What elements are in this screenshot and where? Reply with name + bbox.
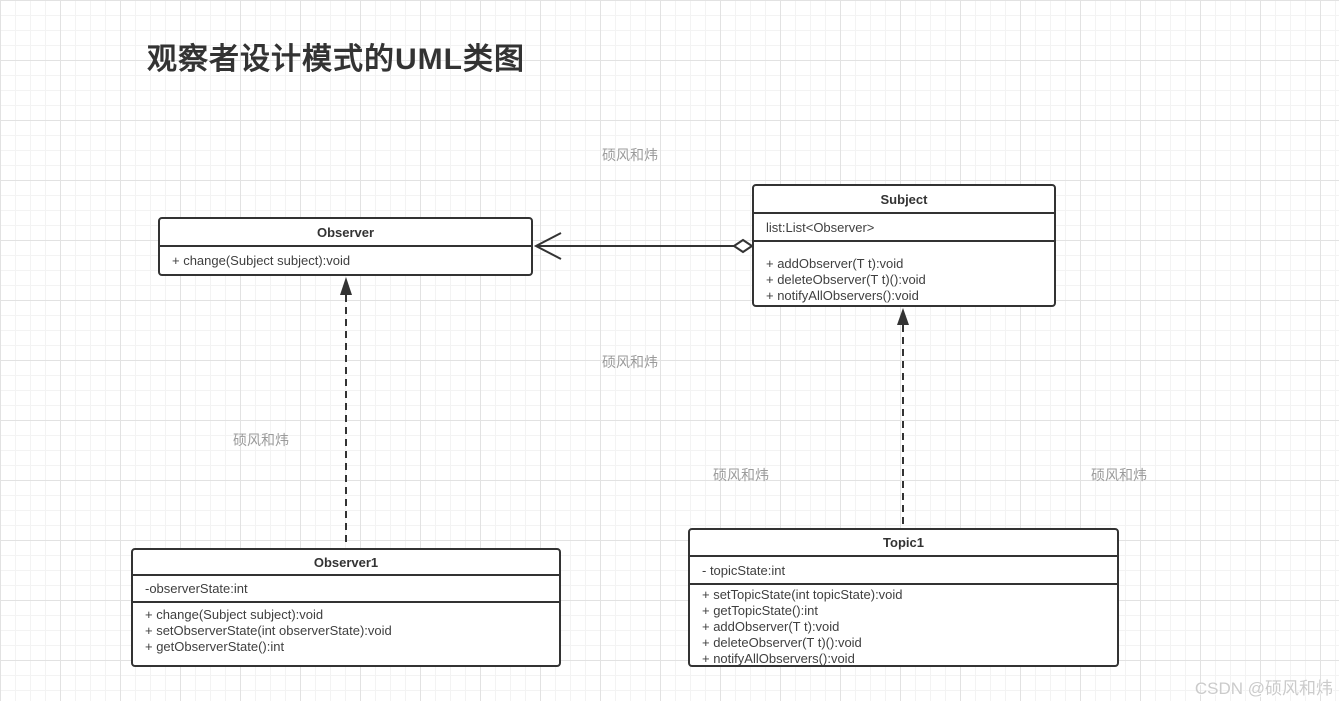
method: + deleteObserver(T t)():void <box>702 635 862 650</box>
method: + getTopicState():int <box>702 603 818 618</box>
class-box-observer: Observer + change(Subject subject):void <box>158 217 533 276</box>
method: + addObserver(T t):void <box>766 256 904 271</box>
method: + notifyAllObservers():void <box>766 288 919 303</box>
methods-section: + addObserver(T t):void + deleteObserver… <box>754 240 1054 304</box>
dashed-arrow-topic1-to-subject <box>897 308 909 526</box>
class-name: Observer1 <box>313 554 379 570</box>
watermark-text: 硕风和炜 <box>713 467 769 483</box>
method: + change(Subject subject):void <box>172 252 351 268</box>
filled-triangle-arrowhead-icon <box>340 277 352 295</box>
open-arrowhead-icon <box>533 232 562 260</box>
filled-triangle-arrowhead-icon <box>897 308 909 325</box>
csdn-credit-watermark: CSDN @硕风和炜 <box>1194 679 1333 698</box>
method: + change(Subject subject):void <box>145 607 324 622</box>
dashed-arrow-observer1-to-observer <box>340 277 352 546</box>
watermark-text: 硕风和炜 <box>602 354 658 370</box>
watermark-text: 硕风和炜 <box>602 147 658 163</box>
methods-section: + change(Subject subject):void + setObse… <box>133 601 559 655</box>
class-name: Topic1 <box>883 535 924 550</box>
page-title: 观察者设计模式的UML类图 <box>147 43 525 76</box>
class-box-subject: Subject list:List<Observer> + addObserve… <box>752 184 1056 307</box>
attributes-section: - topicState:int <box>690 555 1117 583</box>
attributes-section: list:List<Observer> <box>754 212 1054 240</box>
attribute: list:List<Observer> <box>766 219 875 235</box>
method: + getObserverState():int <box>145 639 285 654</box>
method: + deleteObserver(T t)():void <box>766 272 926 287</box>
method: + notifyAllObservers():void <box>702 651 855 666</box>
class-name: Observer <box>316 224 375 240</box>
attributes-section: -observerState:int <box>133 574 559 601</box>
class-box-topic1: Topic1 - topicState:int + setTopicState(… <box>688 528 1119 667</box>
method: + setTopicState(int topicState):void <box>702 587 903 602</box>
method: + addObserver(T t):void <box>702 619 840 634</box>
attribute: -observerState:int <box>145 581 248 596</box>
class-box-observer1: Observer1 -observerState:int + change(Su… <box>131 548 561 667</box>
methods-section: + setTopicState(int topicState):void + g… <box>690 583 1117 667</box>
class-name: Subject <box>880 191 928 207</box>
method: + setObserverState(int observerState):vo… <box>145 623 392 638</box>
watermark-text: 硕风和炜 <box>233 432 289 448</box>
aggregation-arrow-subject-to-observer <box>533 232 754 260</box>
attribute: - topicState:int <box>702 562 786 578</box>
hollow-diamond-icon <box>732 238 754 254</box>
watermark-text: 硕风和炜 <box>1091 467 1147 483</box>
methods-section: + change(Subject subject):void <box>160 245 531 274</box>
